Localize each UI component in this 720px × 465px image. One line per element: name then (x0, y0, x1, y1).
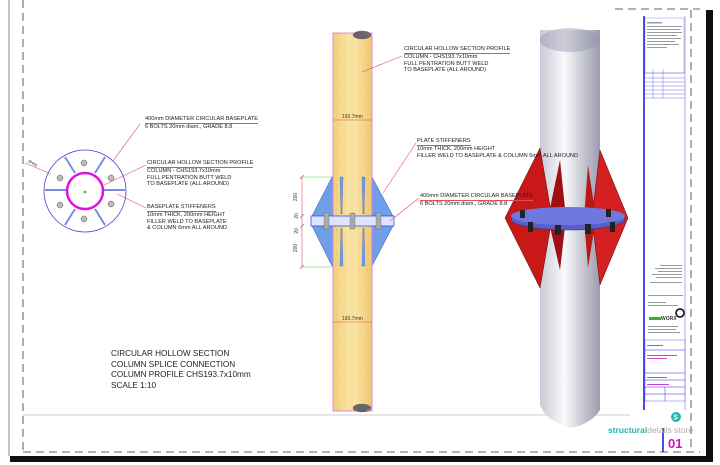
plan-view: Ø400 (24, 123, 147, 233)
vertical-dim-2: 20 (293, 213, 300, 219)
elevation-note-column: CIRCULAR HOLLOW SECTION PROFILE COLUMN -… (404, 46, 511, 74)
vertical-dim-3: 20 (293, 228, 300, 234)
sheet-shadow-right (706, 10, 713, 462)
elevation-view (299, 30, 420, 413)
vertical-dim-4: 200 (293, 243, 300, 253)
plan-note-column: CIRCULAR HOLLOW SECTION PROFILE COLUMN -… (147, 160, 254, 188)
logo-mark (675, 308, 685, 318)
vertical-dim-1: 200 (293, 192, 300, 202)
plan-note-baseplate: 400mm DIAMETER CIRCULAR BASEPLATE 6 BOLT… (145, 116, 259, 130)
diameter-label-top: 193.7mm (342, 114, 363, 120)
plan-note-stiffeners: BASEPLATE STIFFENERS 10mm THICK, 200mm H… (147, 204, 227, 232)
sheet-shadow-bottom (10, 456, 713, 462)
brand-name: structuraldetails store (608, 425, 694, 435)
brand-logo-icon (671, 412, 681, 422)
sheet-number: 01 (668, 436, 683, 451)
plan-diameter-label: Ø400 (28, 159, 40, 169)
note-heading: 400mm DIAMETER CIRCULAR BASEPLATE (145, 116, 259, 124)
svg-text:S: S (673, 415, 678, 422)
drawing-title: CIRCULAR HOLLOW SECTION COLUMN SPLICE CO… (111, 349, 251, 390)
diameter-label-bottom: 193.7mm (342, 316, 363, 322)
logo-text: WORX (661, 316, 677, 322)
elevation-note-stiffeners: PLATE STIFFENERS 10mm THICK, 200mm HEIGH… (417, 138, 579, 159)
title-block: WORX S (643, 16, 686, 452)
elevation-note-baseplate: 400mm DIAMETER CIRCULAR BASEPLATE 6 BOLT… (420, 193, 534, 207)
isometric-view (504, 28, 629, 428)
